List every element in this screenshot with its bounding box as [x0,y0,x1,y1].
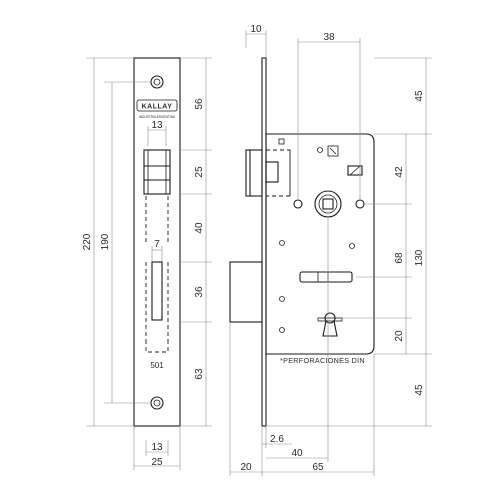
dim-hole-spacing: 190 [100,233,111,250]
side-right-dimensions: 45 42 68 130 20 45 [266,57,432,427]
front-left-dimensions: 220 190 [82,57,151,427]
deadbolt [229,261,263,323]
dim-seg-bottom: 63 [194,368,205,380]
faceplate-outline [133,57,181,427]
body-screw-top [317,147,323,153]
adjust-screw [327,145,339,157]
front-right-dimensions: 56 25 40 36 63 [180,57,212,427]
dim-top-width: 13 [151,120,163,131]
bottom-screw-hole [150,396,164,410]
lock-body [265,133,375,355]
brand-badge [136,99,178,112]
body-screw-right [349,243,355,249]
dim-seg-gap: 40 [194,222,205,234]
spindle-square [322,198,334,210]
dim-right-68: 68 [394,252,405,264]
lock-side-view: *PERFORACIONES DIN [229,57,375,427]
faceplate-edge [261,57,267,427]
side-top-dimensions: 10 38 [245,24,361,200]
dim-b-40: 40 [291,448,303,459]
keyhole-bar [317,317,343,322]
adjust-screw-slot [329,147,337,155]
dim-face-inner: 13 [151,442,163,453]
lever-slot [299,271,353,283]
faceplate-front-view: KALLAY INDUSTRIA ARGENTINA 13 7 501 [133,57,181,427]
dim-b-26: 2.6 [270,434,284,445]
hidden-bolt-end [145,340,169,353]
side-bottom-dimensions: 2.6 40 20 65 [229,217,375,476]
dim-hole-offset: 38 [323,32,335,43]
dim-face-outer: 25 [151,457,163,468]
dim-overall-height: 220 [82,233,93,250]
dim-latch-width: 7 [154,239,160,250]
dim-b-65: 65 [312,462,324,473]
dim-right-42: 42 [394,166,405,178]
din-hole-right [355,199,365,209]
latch-bolt [245,149,263,197]
spring-block-mark [349,165,361,176]
brand-logo-text: KALLAY [142,104,173,111]
front-bottom-dimensions: 13 25 [133,426,181,470]
top-screw-hole-inner [153,78,161,86]
dim-b-20: 20 [240,462,252,473]
maker-line: INDUSTRIA ARGENTINA [139,115,176,119]
latch-opening-inner [147,149,167,195]
dim-right-130: 130 [414,249,425,266]
spring-block [347,165,363,176]
din-note: *PERFORACIONES DIN [280,356,365,365]
follower-hub-inner [318,194,338,214]
dim-seg-latch: 25 [194,166,205,178]
dim-seg-bolt: 36 [194,286,205,298]
din-hole-left [293,199,303,209]
dim-right-20: 20 [394,330,405,342]
body-screw-lower [279,296,285,302]
dim-seg-top: 56 [194,98,205,110]
deadbolt-slot [151,261,163,321]
keyhole-slot [322,320,338,337]
dim-face-thickness: 10 [250,24,262,35]
bottom-screw-hole-inner [153,399,161,407]
top-screw-hole [150,75,164,89]
dim-right-top: 45 [414,90,425,102]
body-rivet-top-left [278,138,285,145]
body-screw-bottom [279,327,285,333]
body-screw-mid [279,240,285,246]
dim-right-bottom: 45 [414,384,425,396]
model-number: 501 [150,361,164,370]
latch-tail [265,161,279,183]
